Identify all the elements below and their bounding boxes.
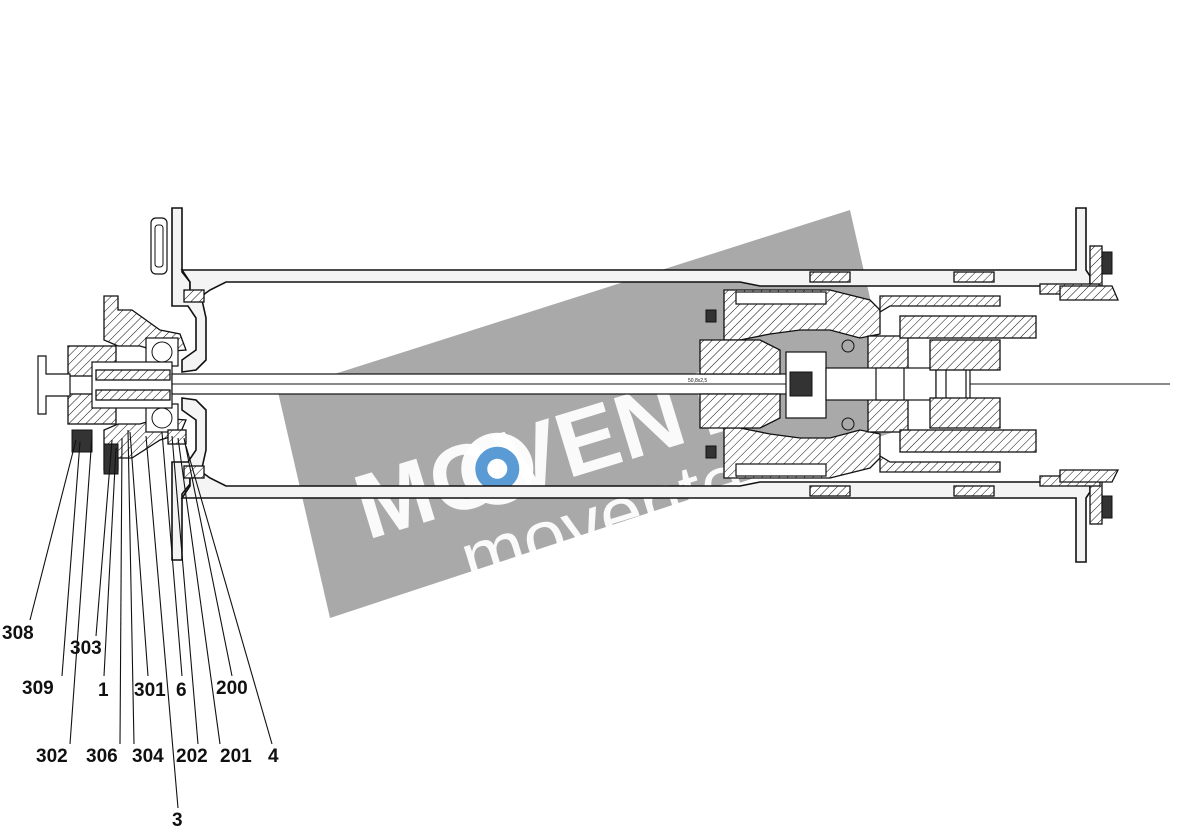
right-gearbox-assembly xyxy=(699,289,1037,479)
callout-302: 302 xyxy=(36,746,68,767)
callout-306: 306 xyxy=(86,746,118,767)
callout-308: 308 xyxy=(2,623,34,644)
callout-labels: 308 309 303 1 301 6 200 302 306 304 202 … xyxy=(2,623,279,831)
shaft-size-label: 50,8x2,5 xyxy=(688,378,707,384)
callout-202: 202 xyxy=(176,746,208,767)
callout-1: 1 xyxy=(98,680,109,701)
callout-200: 200 xyxy=(216,678,248,699)
callout-6: 6 xyxy=(176,680,187,701)
callout-303: 303 xyxy=(70,638,102,659)
callout-309: 309 xyxy=(22,678,54,699)
callout-301: 301 xyxy=(134,680,166,701)
callout-leaders xyxy=(29,429,273,809)
callout-201: 201 xyxy=(220,746,252,767)
main-shaft: 50,8x2,5 xyxy=(171,373,1170,395)
callout-4: 4 xyxy=(268,746,279,767)
callout-304: 304 xyxy=(132,746,164,767)
left-hub-assembly xyxy=(37,295,187,475)
drum-housing xyxy=(150,207,1120,563)
callout-3: 3 xyxy=(172,810,183,831)
